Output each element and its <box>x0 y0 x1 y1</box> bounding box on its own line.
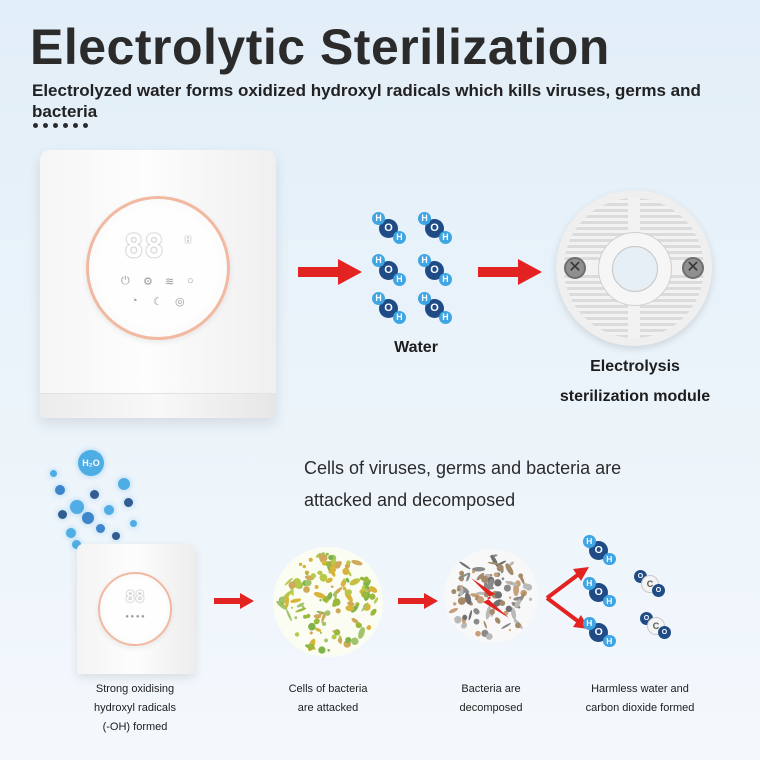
cells-attacked-text: Cells of viruses, germs and bacteria are… <box>304 458 622 510</box>
radical-bubble-icon <box>58 510 67 519</box>
decomposed-bacteria-image <box>444 549 538 643</box>
hydrogen-atom: H <box>372 292 386 306</box>
lightning-icon <box>471 578 509 618</box>
hydrogen-atom: H <box>438 272 453 286</box>
radical-bubble-icon <box>82 512 94 524</box>
hydrogen-atom: H <box>418 254 432 268</box>
hydrogen-atom: H <box>438 310 453 324</box>
bacteria-cells-image <box>273 547 383 657</box>
hydrogen-atom: H <box>583 617 596 630</box>
radical-bubble-icon <box>66 528 76 538</box>
hydrogen-atom: H <box>392 230 407 244</box>
water-label: Water <box>394 339 438 356</box>
hydrogen-atom: H <box>583 577 596 590</box>
arrow-right-icon <box>298 259 362 285</box>
power-icon: ⏻ <box>121 275 130 287</box>
radical-bubble-icon <box>70 500 84 514</box>
hydrogen-atom: H <box>602 552 616 566</box>
control-buttons-icon: ● ● ● ● <box>125 614 145 620</box>
screw-icon: ✕ <box>682 257 704 279</box>
radical-bubble-icon <box>112 532 120 540</box>
hydrogen-atom: H <box>392 272 407 286</box>
timer-icon: ◔ <box>131 295 138 307</box>
arrow-right-icon <box>214 593 254 609</box>
hydrogen-atom: H <box>583 535 596 548</box>
control-panel-ring: 88 H ⏻ ⚙ ≋ ○ ◔ ☾ ◎ <box>86 196 230 340</box>
radical-bubble-icon <box>130 520 137 527</box>
hydrogen-atom: H <box>418 212 432 226</box>
page-title: Electrolytic Sterilization <box>30 19 610 75</box>
light-icon: ○ <box>187 275 194 287</box>
sleep-icon: ☾ <box>153 296 163 308</box>
radical-bubble-icon: H₂O <box>78 450 104 476</box>
radical-bubble-icon <box>96 524 105 533</box>
control-panel-ring: 88 ● ● ● ● <box>98 572 172 646</box>
hydrogen-atom: H <box>602 634 616 648</box>
display-digits: 88 H <box>124 227 192 265</box>
hydrogen-atom: H <box>602 594 616 608</box>
hydrogen-atom: H <box>438 230 453 244</box>
module-label: Electrolysis sterilization module <box>559 358 711 405</box>
display-digits: 88 <box>125 587 145 606</box>
humidifier-device-small: 88 ● ● ● ● <box>77 544 195 674</box>
radical-bubble-icon <box>55 485 65 495</box>
module-center-hole <box>612 246 658 292</box>
decorative-dots <box>33 123 88 128</box>
auto-icon: ◎ <box>175 296 185 308</box>
radical-bubble-icon <box>104 505 114 515</box>
radical-bubble-icon <box>118 478 130 490</box>
humidifier-device: 88 H ⏻ ⚙ ≋ ○ ◔ ☾ ◎ <box>40 150 276 418</box>
radical-bubble-icon <box>90 490 99 499</box>
settings-icon: ⚙ <box>143 276 153 288</box>
radical-bubble-icon <box>72 540 81 549</box>
hydrogen-atom: H <box>418 292 432 306</box>
screw-icon: ✕ <box>564 257 586 279</box>
display-unit-h: H <box>184 235 192 246</box>
radical-bubble-icon <box>50 470 57 477</box>
radical-bubble-icon <box>124 498 133 507</box>
electrolysis-module: ✕ ✕ <box>556 190 712 346</box>
page-subtitle: Electrolyzed water forms oxidized hydrox… <box>32 81 701 121</box>
hydrogen-atom: H <box>392 310 407 324</box>
arrow-right-icon <box>398 593 438 609</box>
mist-icon: ≋ <box>165 276 175 288</box>
arrow-right-icon <box>478 259 542 285</box>
device-base <box>40 393 276 418</box>
hydrogen-atom: H <box>372 212 386 226</box>
hydrogen-atom: H <box>372 254 386 268</box>
